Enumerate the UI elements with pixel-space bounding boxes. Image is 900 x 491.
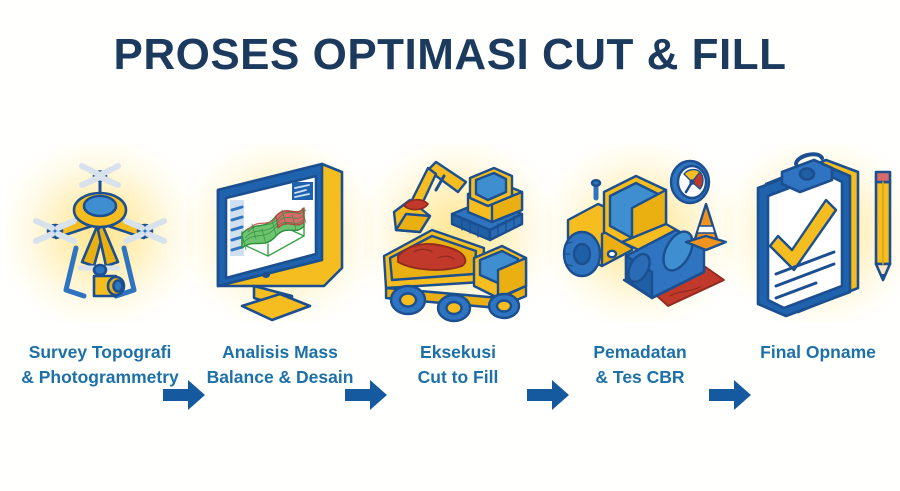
arrow-right-icon-2 <box>345 380 387 410</box>
step-2-label: Analisis Mass Balance & Desain <box>180 340 380 391</box>
process-labels-row: Survey Topografi & Photogrammetry Analis… <box>0 340 900 410</box>
step-2-label-line1: Analisis Mass <box>222 342 338 362</box>
step-1-survey-topografi <box>6 138 194 328</box>
step-2-label-line2: Balance & Desain <box>206 367 354 388</box>
drone-icon <box>33 163 167 299</box>
step-2-analisis-mass-balance <box>186 138 374 328</box>
page-title: PROSES OPTIMASI CUT & FILL <box>113 30 787 79</box>
arrow-right-icon-3 <box>527 380 569 410</box>
step-5-final-opname <box>724 138 900 328</box>
step-2-icon-stage <box>186 138 374 328</box>
step-5-label: Final Opname <box>718 340 900 365</box>
step-3-label: Eksekusi Cut to Fill <box>358 340 558 391</box>
step-1-label-line1: Survey Topografi <box>28 342 172 362</box>
step-3-label-line2: Cut to Fill <box>417 367 499 388</box>
step-3-label-line1: Eksekusi <box>420 342 496 362</box>
clipboard-checkmark-pencil-icon <box>756 152 892 318</box>
process-steps-row <box>0 138 900 410</box>
excavator-dump-truck-icon <box>382 160 528 323</box>
arrow-right-icon-4 <box>709 380 751 410</box>
step-4-label-line2: & Tes CBR <box>595 367 685 388</box>
road-roller-compactor-icon <box>562 159 728 307</box>
step-1-label: Survey Topografi & Photogrammetry <box>0 340 200 391</box>
step-4-pemadatan-tes-cbr <box>546 138 734 328</box>
step-1-label-line2: & Photogrammetry <box>21 367 179 388</box>
step-5-label-line1: Final Opname <box>760 342 876 362</box>
step-3-eksekusi-cut-to-fill <box>364 138 552 328</box>
step-4-label: Pemadatan & Tes CBR <box>540 340 740 391</box>
step-4-label-line1: Pemadatan <box>593 342 687 362</box>
title-container: PROSES OPTIMASI CUT & FILL <box>0 30 900 79</box>
step-5-icon-stage <box>724 138 900 328</box>
step-4-icon-stage <box>546 138 734 328</box>
arrow-right-icon-1 <box>163 380 205 410</box>
step-1-icon-stage <box>6 138 194 328</box>
monitor-terrain-model-icon <box>216 162 344 322</box>
step-3-icon-stage <box>364 138 552 328</box>
